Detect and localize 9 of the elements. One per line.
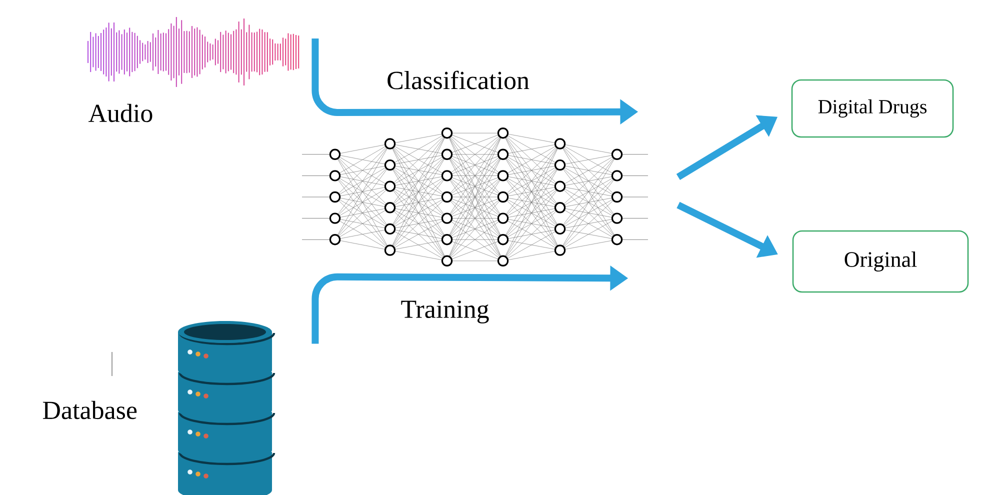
edge-label: Training [398, 298, 492, 326]
waveform-drawing [88, 16, 300, 88]
neural-network-drawing [302, 128, 648, 266]
label-box: Digital Drugs [791, 79, 954, 138]
database-drawing [178, 321, 276, 495]
edge-label: Classification [384, 68, 532, 92]
label-box: Original [792, 230, 969, 293]
node-caption: Audio [88, 104, 152, 122]
node-caption: Database [42, 400, 137, 420]
